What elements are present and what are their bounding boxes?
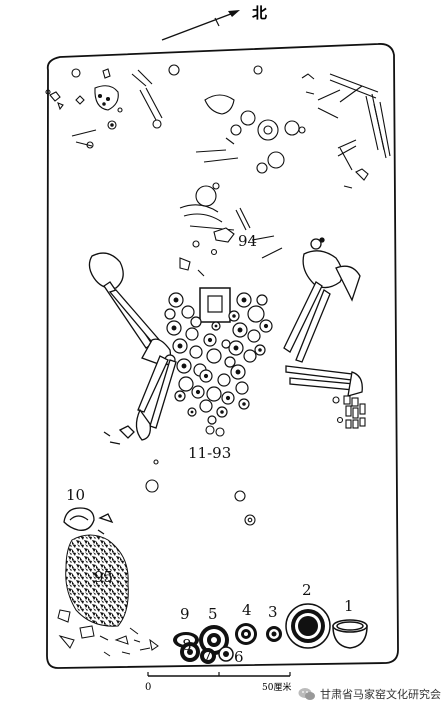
ornament-bead <box>178 376 194 392</box>
north-arrow: 北 <box>161 4 267 41</box>
vessel-3 <box>266 626 282 642</box>
ornament-bead-hole <box>241 297 247 303</box>
ne-bone-cluster <box>253 65 391 189</box>
artifact-labels: 1 2 3 4 5 6 7 8 9 10 11-93 94 95 <box>66 232 354 666</box>
ornament-bead <box>207 415 217 425</box>
ornament-bead <box>206 348 222 364</box>
ornament-bead-hole <box>237 327 243 333</box>
ornament-bead <box>224 356 236 368</box>
vessel-5 <box>199 625 229 655</box>
ornament-bead <box>247 305 265 323</box>
ornament-bead <box>185 327 199 341</box>
ornament-bead-hole <box>177 343 183 349</box>
label-6: 6 <box>234 648 244 666</box>
ornament-bead <box>243 349 257 363</box>
label-11-93: 11-93 <box>188 444 231 462</box>
scale-bar: 0 50厘米 <box>145 672 291 693</box>
ornament-bead-hole <box>214 324 218 328</box>
foot-bones <box>332 395 366 429</box>
label-5: 5 <box>208 605 218 623</box>
ornament-bead <box>190 316 202 328</box>
label-9: 9 <box>180 605 190 623</box>
vessel-4 <box>235 623 257 645</box>
scale-end: 50厘米 <box>262 681 291 693</box>
label-4: 4 <box>242 601 252 619</box>
ornament-bead <box>206 386 222 402</box>
vessel-7 <box>200 648 216 664</box>
ornament-bead-hole <box>178 394 182 398</box>
label-7: 7 <box>203 646 213 664</box>
ornament-bead-hole <box>195 389 201 395</box>
ornament-cluster <box>164 287 273 425</box>
label-10: 10 <box>66 486 85 504</box>
left-leg-bones <box>103 355 177 445</box>
loose-beads <box>145 425 256 526</box>
left-arm-bones <box>88 252 172 367</box>
ornament-bead <box>199 399 213 413</box>
north-label: 北 <box>252 4 267 22</box>
ornament-bead <box>189 345 203 359</box>
label-2: 2 <box>302 581 312 599</box>
ornament-bead-hole <box>181 363 187 369</box>
ornament-bead-hole <box>220 410 224 414</box>
right-arm-bones <box>283 237 361 363</box>
ornament-bead-hole <box>232 314 236 318</box>
ornament-bead-hole <box>203 373 209 379</box>
watermark: 甘肃省马家窑文化研究会 <box>298 684 441 704</box>
label-8: 8 <box>182 636 192 654</box>
ornament-bead <box>164 308 176 320</box>
label-3: 3 <box>268 603 278 621</box>
ornament-bead <box>256 294 268 306</box>
ornament-bead-hole <box>233 345 239 351</box>
watermark-text: 甘肃省马家窑文化研究会 <box>320 688 441 701</box>
vessel-2 <box>285 603 331 649</box>
right-leg-bones <box>285 365 363 397</box>
ornament-bead-hole <box>225 395 231 401</box>
upper-bone-fragments <box>45 64 180 149</box>
label-1: 1 <box>344 597 354 615</box>
central-skull-area <box>179 94 353 277</box>
ornament-bead-hole <box>263 323 269 329</box>
scale-start: 0 <box>145 682 151 693</box>
ornament-bead-hole <box>258 348 262 352</box>
ornament-bead-hole <box>242 402 246 406</box>
grave-outline <box>46 43 399 669</box>
vessel-6 <box>218 646 234 662</box>
broken-pot-10 <box>63 507 114 535</box>
vessel-8 <box>180 642 200 662</box>
ornament-bead <box>181 305 195 319</box>
ornament-bead <box>217 373 231 387</box>
ornament-bead-hole <box>235 369 241 375</box>
stone-pile-95 <box>57 534 159 657</box>
ornament-bead <box>235 381 249 395</box>
label-94: 94 <box>238 232 257 250</box>
ornament-bead-hole <box>207 337 213 343</box>
vessel-1 <box>332 619 368 649</box>
ornament-bead-hole <box>173 297 179 303</box>
label-95: 95 <box>94 568 113 586</box>
ornament-bead-hole <box>190 410 194 414</box>
ornament-bead-hole <box>171 325 177 331</box>
ornament-bead <box>221 339 231 349</box>
wechat-icon <box>298 687 316 701</box>
ornament-bead <box>247 329 261 343</box>
